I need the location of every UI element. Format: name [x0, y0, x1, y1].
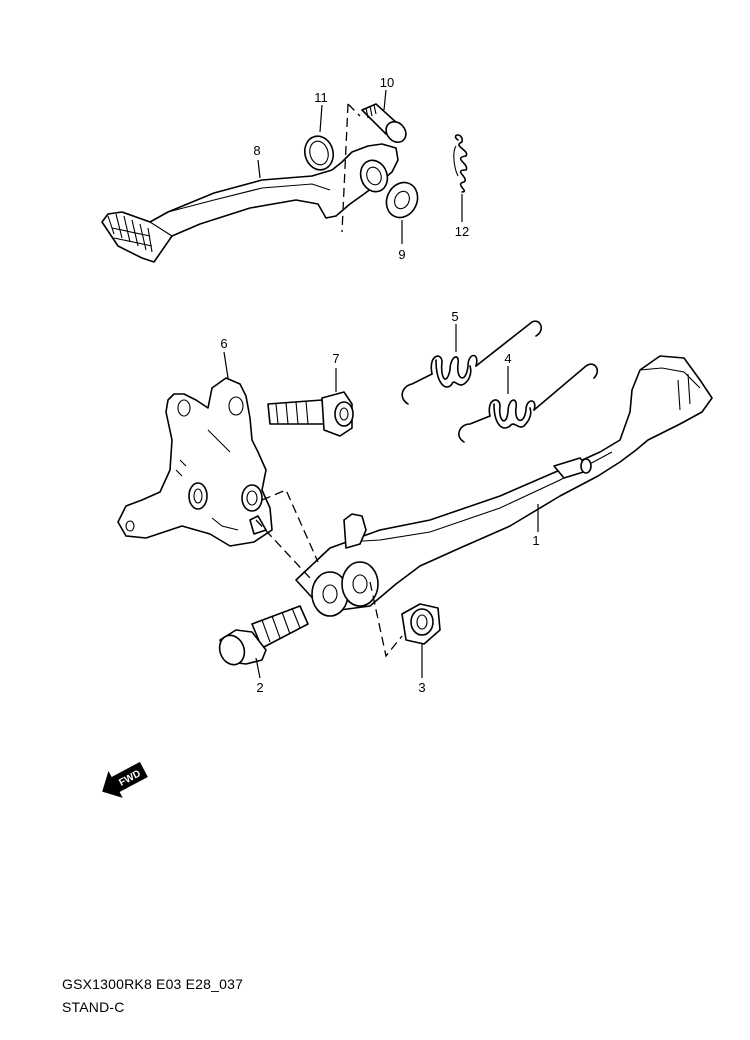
part-2-pivot-bolt: [218, 605, 309, 666]
diagram-title: STAND-C: [62, 999, 125, 1015]
assembly-line-lower-3: [369, 581, 403, 658]
callout-numbers: 1 2 3 4 5 6 7 8 9 10 11 12: [220, 75, 539, 695]
callout-8: 8: [253, 143, 260, 158]
assembly-line-lower-1: [261, 489, 319, 563]
part-1-side-stand: [295, 355, 713, 617]
callout-11: 11: [314, 90, 328, 105]
callout-leaders: [223, 89, 539, 679]
part-12-spring: [453, 134, 468, 193]
callout-5: 5: [451, 309, 458, 324]
callout-9: 9: [398, 247, 405, 262]
part-6-stand-bracket: [117, 377, 273, 547]
callout-12: 12: [455, 224, 469, 239]
part-10-pivot-bolt: [361, 103, 407, 144]
callout-4: 4: [504, 351, 511, 366]
part-9-washer: [385, 181, 419, 219]
callout-2: 2: [256, 680, 263, 695]
diagram-code: GSX1300RK8 E03 E28_037: [62, 976, 244, 992]
part-3-nut: [401, 603, 441, 645]
callout-6: 6: [220, 336, 227, 351]
fwd-arrow-icon: FWD: [102, 761, 148, 798]
part-8-pedal-lever: [101, 143, 399, 263]
part-7-bolt: [267, 391, 354, 437]
part-5-return-spring: [401, 320, 543, 405]
part-11-circlip: [303, 135, 335, 171]
assembly-line-upper-2: [347, 103, 361, 117]
part-4-return-spring: [458, 363, 599, 443]
callout-7: 7: [332, 351, 339, 366]
callout-10: 10: [380, 75, 394, 90]
assembly-line-upper: [341, 103, 349, 233]
callout-1: 1: [532, 533, 539, 548]
callout-3: 3: [418, 680, 425, 695]
